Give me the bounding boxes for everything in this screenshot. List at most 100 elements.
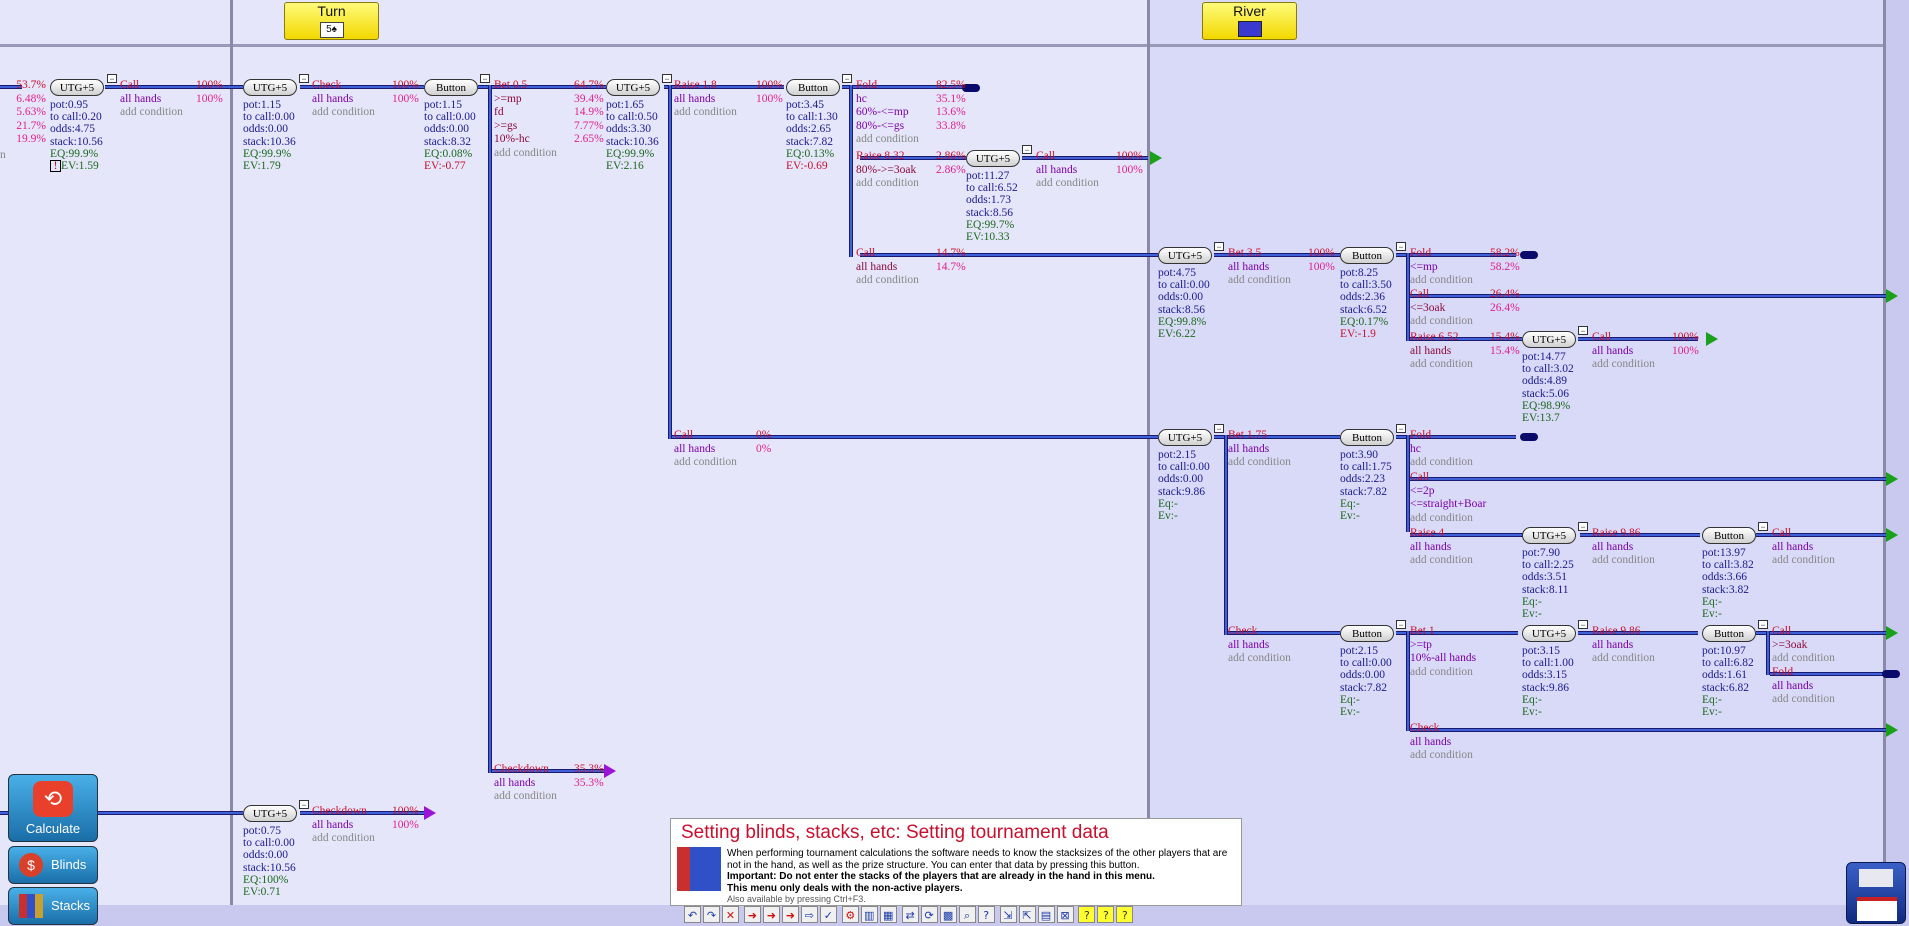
collapse-button[interactable]: −: [107, 74, 117, 84]
player-node-utg5[interactable]: UTG+5: [50, 79, 104, 96]
continue-arrow[interactable]: [1706, 332, 1718, 346]
player-node-button[interactable]: Button: [1702, 527, 1756, 544]
grid-icon[interactable]: ▩: [939, 906, 957, 923]
player-node-button[interactable]: Button: [786, 79, 840, 96]
export-icon[interactable]: ⇱: [1018, 906, 1036, 923]
collapse-button[interactable]: −: [662, 74, 672, 84]
showdown-arrow[interactable]: [604, 764, 616, 778]
arrow-right-icon[interactable]: ➜: [781, 906, 799, 923]
import-icon[interactable]: ⇲: [999, 906, 1017, 923]
table-icon[interactable]: ▦: [879, 906, 897, 923]
help-icon[interactable]: ?: [1116, 906, 1134, 923]
redo-icon[interactable]: ↷: [703, 906, 720, 923]
chart-icon[interactable]: ▥: [860, 906, 878, 923]
turn-card-button[interactable]: Turn 5♠: [284, 2, 379, 40]
player-node-utg5[interactable]: UTG+5: [243, 79, 297, 96]
help-icon[interactable]: ?: [977, 906, 995, 923]
arrow-right-icon[interactable]: ➜: [743, 906, 761, 923]
player-node-button[interactable]: Button: [1702, 625, 1756, 642]
continue-arrow[interactable]: [1886, 528, 1898, 542]
collapse-button[interactable]: −: [842, 74, 852, 84]
player-node-utg5[interactable]: UTG+5: [606, 79, 660, 96]
player-node-utg5[interactable]: UTG+5: [1158, 247, 1212, 264]
continue-arrow[interactable]: [1886, 723, 1898, 737]
collapse-button[interactable]: −: [299, 74, 309, 84]
collapse-button[interactable]: −: [1214, 424, 1224, 434]
player-node-utg5[interactable]: UTG+5: [1158, 429, 1212, 446]
collapse-button[interactable]: −: [299, 800, 309, 810]
collapse-button[interactable]: −: [480, 74, 490, 84]
shuffle-icon[interactable]: ⇄: [901, 906, 919, 923]
help-icon[interactable]: ?: [1078, 906, 1096, 923]
continue-arrow[interactable]: [1886, 289, 1898, 303]
player-node-button[interactable]: Button: [1340, 429, 1394, 446]
close-icon[interactable]: ⊠: [1056, 906, 1074, 923]
refresh-icon[interactable]: ⟳: [920, 906, 938, 923]
book-icon[interactable]: ▤: [1037, 906, 1055, 923]
stacks-button[interactable]: Stacks: [8, 887, 98, 925]
player-node-button[interactable]: Button: [1340, 247, 1394, 264]
arrow-right-icon[interactable]: ➜: [762, 906, 780, 923]
continue-arrow[interactable]: [1886, 472, 1898, 486]
collapse-button[interactable]: −: [1578, 522, 1588, 532]
collapse-button[interactable]: −: [1758, 522, 1768, 532]
player-node-button[interactable]: Button: [1340, 625, 1394, 642]
player-node-utg5[interactable]: UTG+5: [1522, 527, 1576, 544]
player-node-utg5[interactable]: UTG+5: [966, 150, 1020, 167]
collapse-button[interactable]: −: [1214, 242, 1224, 252]
collapse-button[interactable]: −: [1758, 620, 1768, 630]
continue-arrow[interactable]: [1150, 151, 1162, 165]
collapse-button[interactable]: −: [1578, 326, 1588, 336]
collapse-button[interactable]: −: [1396, 620, 1406, 630]
blinds-button[interactable]: $ Blinds: [8, 846, 98, 884]
save-icon[interactable]: [1846, 862, 1906, 924]
player-node-utg5[interactable]: UTG+5: [1522, 625, 1576, 642]
showdown-arrow[interactable]: [424, 806, 436, 820]
river-card-button[interactable]: River: [1202, 2, 1297, 40]
player-node-button[interactable]: Button: [424, 79, 478, 96]
collapse-button[interactable]: −: [1396, 424, 1406, 434]
continue-arrow[interactable]: [1886, 626, 1898, 640]
player-node-utg5[interactable]: UTG+5: [1522, 331, 1576, 348]
collapse-button[interactable]: −: [1022, 145, 1032, 155]
search-icon[interactable]: ⌕: [958, 906, 976, 923]
collapse-button[interactable]: −: [1396, 242, 1406, 252]
help-icon[interactable]: ?: [1097, 906, 1115, 923]
arrow-out-icon[interactable]: ⇨: [800, 906, 818, 923]
player-node-utg5[interactable]: UTG+5: [243, 805, 297, 822]
calculate-button[interactable]: ⟲ Calculate: [8, 774, 98, 842]
undo-icon[interactable]: ↶: [684, 906, 701, 923]
collapse-button[interactable]: −: [1578, 620, 1588, 630]
settings-icon[interactable]: ⚙: [841, 906, 859, 923]
check-icon[interactable]: ✓: [819, 906, 837, 923]
delete-icon[interactable]: ✕: [722, 906, 739, 923]
